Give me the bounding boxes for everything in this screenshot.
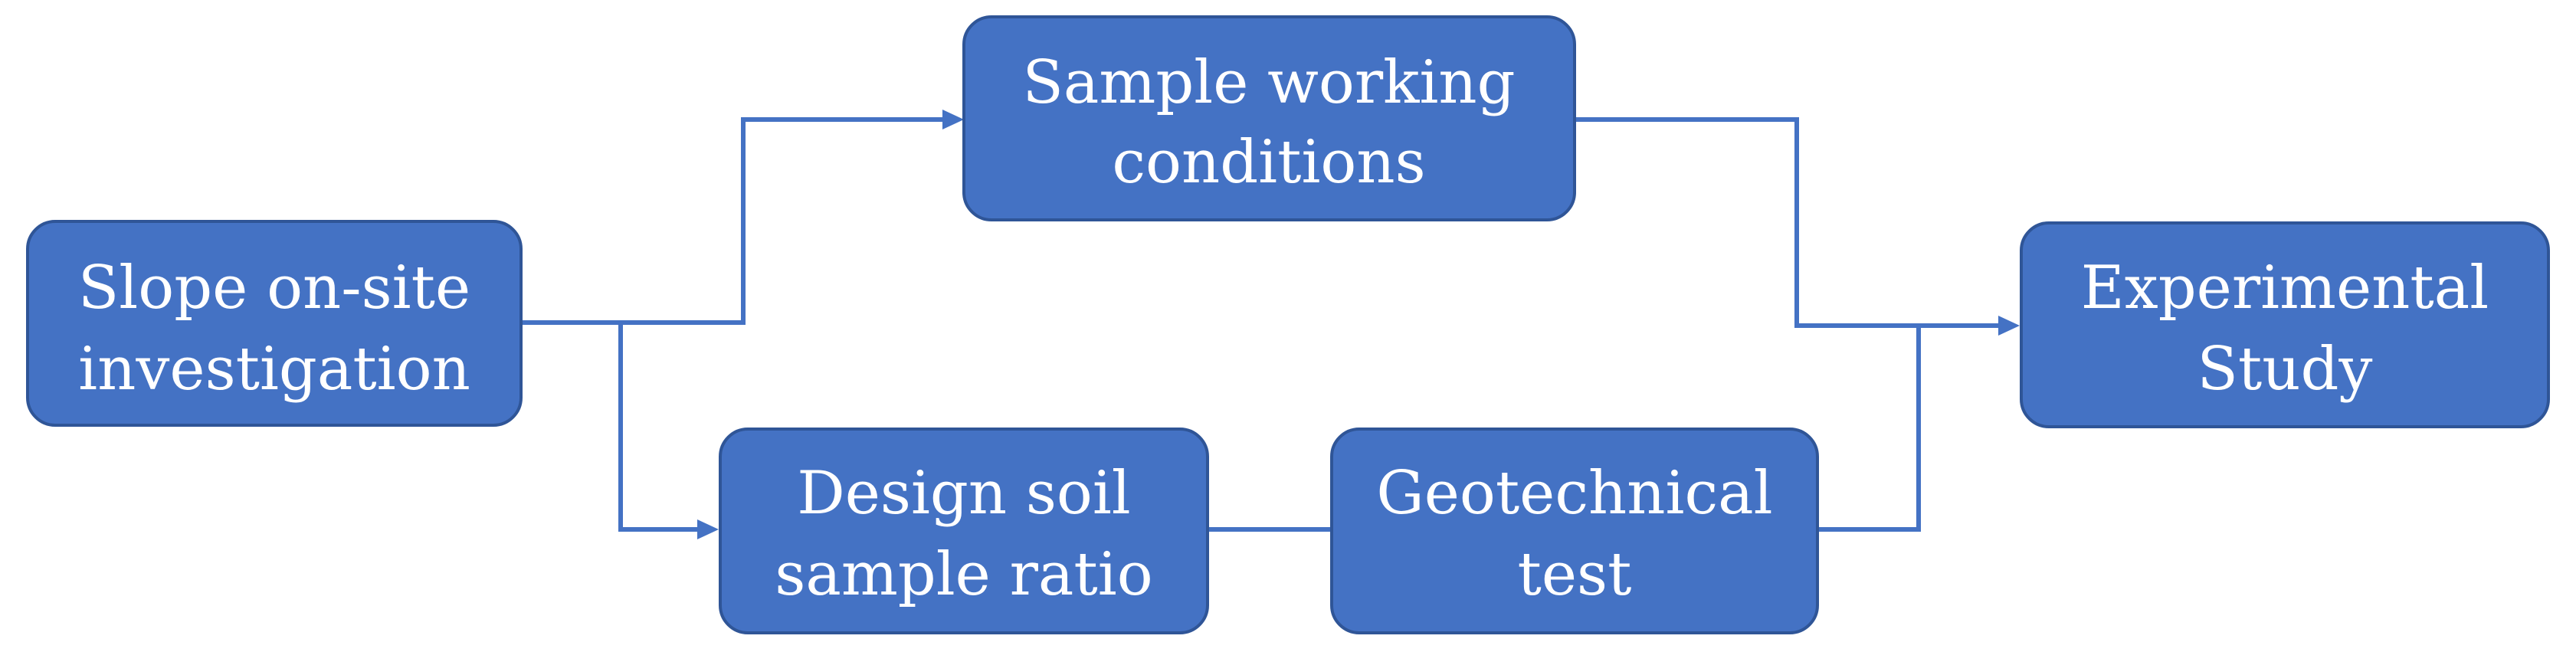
node-geotechnical-test-line-1: Geotechnical <box>1376 459 1772 528</box>
node-design-soil-sample-ratio-line-1: Design soil <box>797 459 1131 528</box>
connector-geotechnical-to-merge <box>1817 326 1921 532</box>
connector-slope-to-working-conditions <box>521 117 949 325</box>
node-sample-working-conditions-line-1: Sample working <box>1022 48 1515 117</box>
node-geotechnical-test: Geotechnical test <box>1330 428 1819 634</box>
node-experimental-study-line-2: Study <box>2197 335 2372 404</box>
connector-working-conditions-to-merge <box>1575 117 1799 326</box>
node-experimental-study-line-1: Experimental <box>2081 254 2489 323</box>
node-slope-investigation: Slope on-site investigation <box>26 220 523 427</box>
node-sample-working-conditions: Sample working conditions <box>962 15 1576 221</box>
node-sample-working-conditions-line-2: conditions <box>1112 128 1425 197</box>
node-geotechnical-test-line-2: test <box>1518 540 1632 609</box>
node-slope-investigation-line-2: investigation <box>78 335 470 404</box>
node-experimental-study: Experimental Study <box>2020 221 2550 428</box>
connectors <box>521 110 2020 539</box>
arrowhead-experimental <box>1998 316 2020 336</box>
connector-slope-to-design-ratio <box>618 323 703 532</box>
arrowhead-working-conditions <box>942 110 964 129</box>
arrowhead-design-ratio <box>697 519 719 539</box>
node-slope-investigation-line-1: Slope on-site <box>78 254 470 323</box>
node-design-soil-sample-ratio-line-2: sample ratio <box>775 540 1152 609</box>
node-design-soil-sample-ratio: Design soil sample ratio <box>719 428 1209 634</box>
